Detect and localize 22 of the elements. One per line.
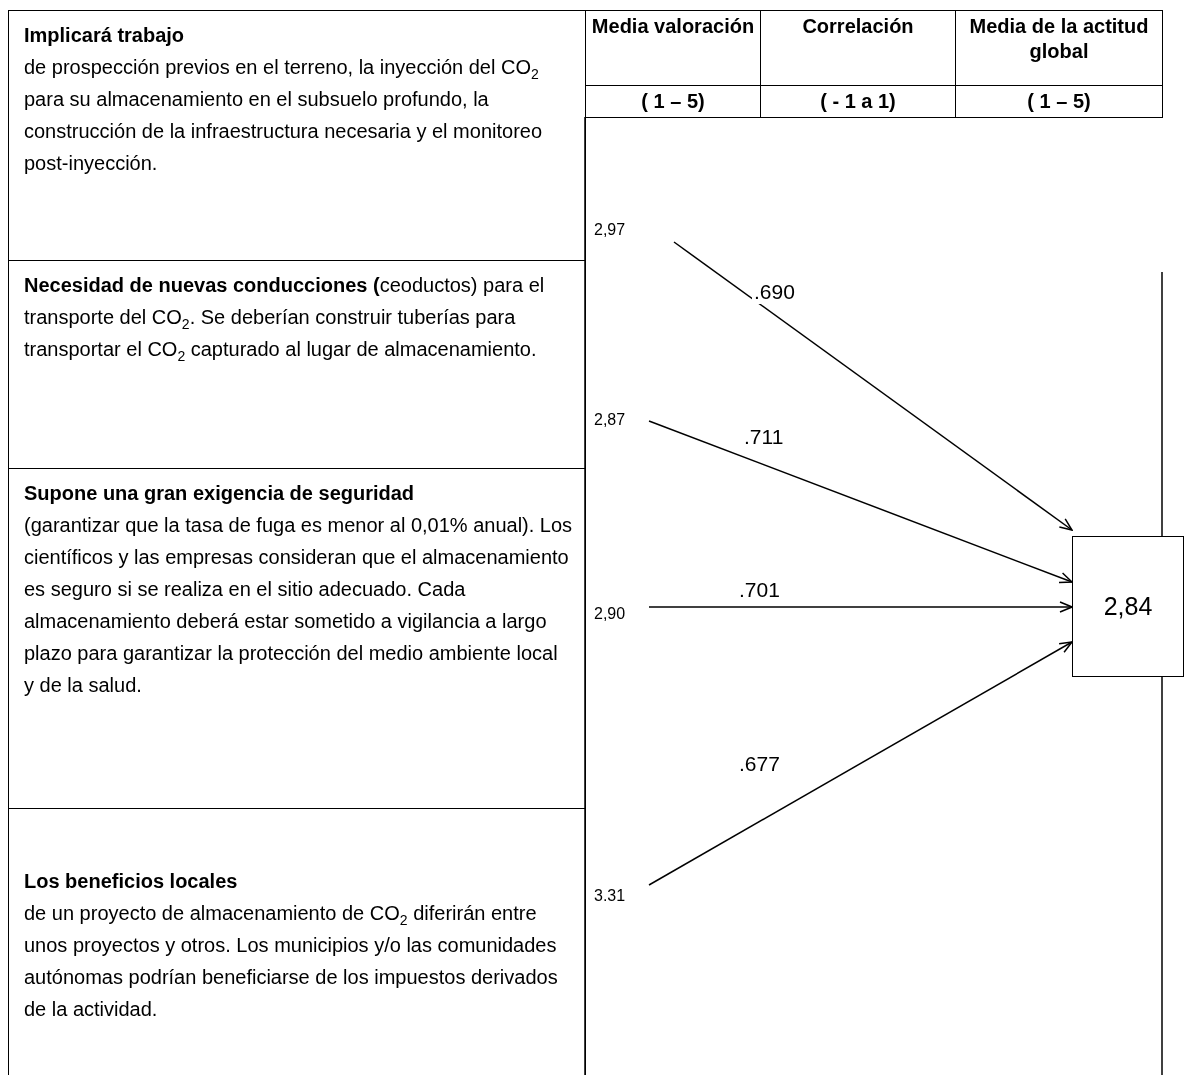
mean-value: 3.31 (594, 887, 626, 905)
table-cell: ( 1 – 5) (955, 85, 1163, 118)
arrow (648, 641, 1073, 886)
box-text: Necesidad de nuevas conducciones (ceoductos) para el transporte del CO$_{2}$. Se deberían construir tuberías para transportar el CO$_{2}$ capturado al lugar de almacenamiento. (24, 273, 546, 365)
box-text: de un proyecto de almacenamiento de CO$_{2}$ diferirán entre unos proyectos y otros. Los municipios y/o las comunidades autónomas podrían beneficiarse de los impuestos derivados de la actividad. (24, 901, 559, 1022)
text-box (8, 260, 586, 469)
box-heading: Implicará trabajo (24, 23, 186, 48)
box-text: (garantizar que la tasa de fuga es menor al 0,01% anual). Los científicos y las empresas consideran que el almacenamiento es seguro si se realiza en el sitio adecuado. Cada almacenamiento deberá estar sometido a vigilancia a largo plazo para garantizar la protección del medio ambiente local y de la salud. (24, 513, 573, 698)
box-heading: Los beneficios locales (24, 869, 239, 894)
arrow (673, 241, 1073, 531)
mean-value: 2,90 (594, 605, 626, 623)
box-heading: Supone una gran exigencia de seguridad (24, 481, 416, 506)
text-box (8, 808, 586, 1075)
text-box (8, 10, 586, 261)
box-text: de prospección previos en el terreno, la inyección del CO$_{2}$ para su almacenamiento en el subsuelo profundo, la construcción de la infraestructura necesaria y el monitoreo post-inyección. (24, 55, 544, 176)
result-box: 2,84 (1072, 536, 1184, 677)
mean-value: 2,87 (594, 411, 626, 429)
table-cell: Media de la actitud global (955, 10, 1163, 86)
text-box (8, 468, 586, 809)
arrow (648, 601, 1073, 613)
mean-value: 2,97 (594, 221, 626, 239)
arrow (648, 420, 1073, 584)
